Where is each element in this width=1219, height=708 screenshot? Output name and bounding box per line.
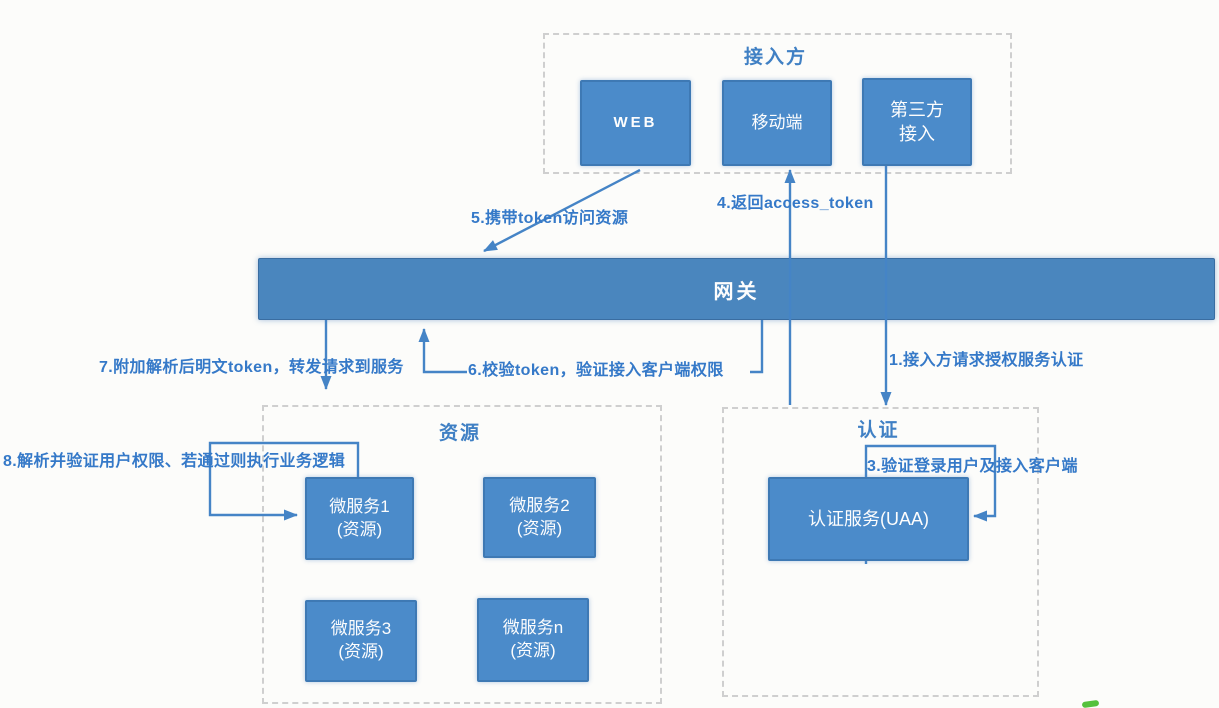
access-party-title: 接入方	[743, 47, 807, 68]
gateway-bar: 网关	[258, 258, 1215, 320]
microservice-n-box: 微服务n (资源)	[477, 598, 589, 682]
node-third-party-label: 第三方 接入	[890, 99, 944, 144]
auth-title: 认证	[857, 420, 900, 441]
node-web-label: WEB	[613, 113, 658, 131]
node-third-party: 第三方 接入	[862, 78, 972, 166]
flow-label-5: 5.携带token访问资源	[471, 210, 629, 227]
microservice-3-label: 微服务3 (资源)	[330, 619, 392, 661]
connector-flow-6-right	[750, 320, 764, 374]
flow-label-7: 7.附加解析后明文token，转发请求到服务	[99, 359, 404, 376]
microservice-1-label: 微服务1 (资源)	[329, 496, 390, 539]
gateway-label: 网关	[713, 280, 760, 303]
resource-title: 资源	[438, 423, 481, 444]
flow-label-8: 8.解析并验证用户权限、若通过则执行业务逻辑	[3, 453, 346, 470]
flow-label-6: 6.校验token，验证接入客户端权限	[468, 362, 724, 379]
flow-label-4: 4.返回access_token	[717, 195, 874, 212]
microservice-3-box: 微服务3 (资源)	[305, 600, 417, 682]
node-web: WEB	[580, 80, 691, 166]
microservice-1-box: 微服务1 (资源)	[305, 477, 414, 560]
flow-label-3: 3.验证登录用户及接入客户端	[867, 458, 1078, 475]
flow-label-1: 1.接入方请求授权服务认证	[889, 352, 1084, 369]
connector-flow-6-left	[418, 328, 467, 374]
microservice-2-label: 微服务2 (资源)	[509, 495, 570, 538]
microservice-n-label: 微服务n (资源)	[502, 618, 564, 660]
uaa-service-label: 认证服务(UAA)	[808, 508, 929, 529]
auth-container	[722, 407, 1039, 697]
uaa-service-box: 认证服务(UAA)	[768, 477, 969, 561]
node-mobile: 移动端	[722, 80, 832, 166]
resource-container	[262, 405, 662, 704]
node-mobile-label: 移动端	[751, 112, 803, 132]
microservice-2-box: 微服务2 (资源)	[483, 477, 596, 558]
access-party-container	[543, 33, 1012, 174]
